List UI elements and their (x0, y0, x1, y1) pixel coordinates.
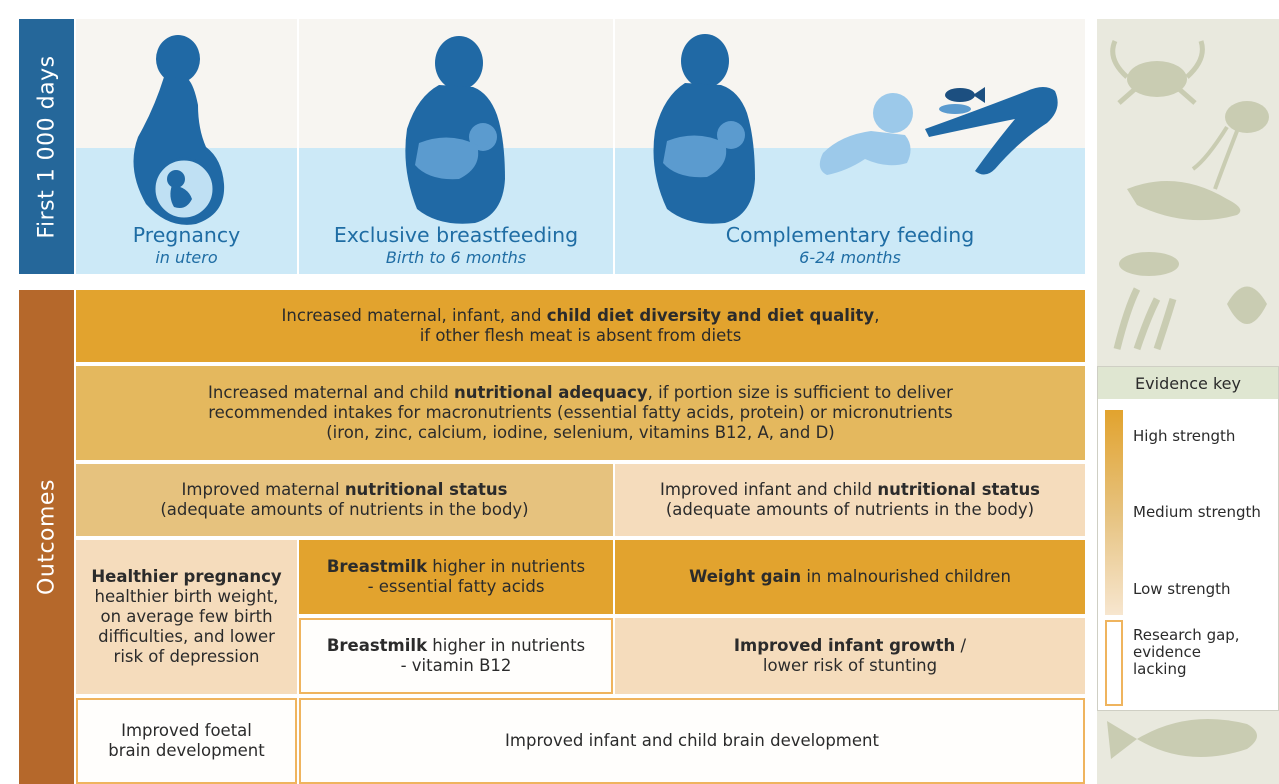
outcomes-label: Outcomes (19, 290, 74, 784)
outcome-breastmilk-fatty-acids: Breastmilk higher in nutrients - essenti… (299, 540, 613, 614)
fish-icon (945, 87, 985, 103)
breastfeeding-mother-icon (405, 36, 505, 224)
outcome-foetal-brain: Improved foetal brain development (76, 698, 297, 784)
stage-subtitle: 6-24 months (799, 248, 901, 267)
bream-icon (1137, 719, 1257, 757)
evidence-key: Evidence key High strength Medium streng… (1097, 366, 1279, 711)
outcome-diet-diversity: Increased maternal, infant, and child di… (76, 290, 1085, 362)
stage-pregnancy: Pregnancy in utero (76, 19, 297, 274)
outcome-child-nutritional-status: Improved infant and child nutritional st… (615, 464, 1085, 536)
crab-icon (1127, 61, 1187, 97)
evidence-key-title: Evidence key (1098, 367, 1278, 399)
stage-subtitle: Birth to 6 months (385, 248, 527, 267)
outcome-weight-gain: Weight gain in malnourished children (615, 540, 1085, 614)
key-medium-label: Medium strength (1133, 503, 1261, 521)
outcome-infant-growth: Improved infant growth / lower risk of s… (615, 618, 1085, 694)
outcomes-text: Outcomes (34, 479, 59, 595)
spoon-hand-icon (925, 87, 1058, 175)
outcome-healthier-pregnancy: Healthier pregnancy healthier birth weig… (76, 540, 297, 694)
stage-exclusive-breastfeeding: Exclusive breastfeeding Birth to 6 month… (299, 19, 613, 274)
first-1000-days-label: First 1 000 days (19, 19, 74, 274)
outcome-child-brain: Improved infant and child brain developm… (299, 698, 1085, 784)
sardine-icon (1127, 181, 1241, 221)
seafood-illustration (1107, 39, 1269, 759)
evidence-strength-gradient (1105, 410, 1123, 615)
stage-title: Exclusive breastfeeding (333, 223, 579, 247)
scallop-icon (1227, 286, 1267, 324)
key-low-label: Low strength (1133, 580, 1231, 598)
outcome-maternal-nutritional-status: Improved maternal nutritional status (ad… (76, 464, 613, 536)
mussel-icon (1119, 252, 1179, 276)
pregnant-mother-icon (133, 35, 225, 225)
squid-icon (1225, 101, 1269, 133)
stage-complementary-feeding: Complementary feeding 6-24 months (615, 19, 1085, 274)
stage-title: Complementary feeding (725, 223, 975, 247)
crawling-baby-icon (819, 93, 913, 175)
stage-subtitle: in utero (155, 248, 218, 267)
first-1000-days-text: First 1 000 days (34, 54, 59, 239)
key-high-label: High strength (1133, 427, 1236, 445)
seaweed-icon (1113, 287, 1177, 351)
complementary-feeding-icon (653, 34, 1058, 224)
research-gap-swatch (1105, 620, 1123, 706)
stage-title: Pregnancy (132, 223, 241, 247)
outcome-nutritional-adequacy: Increased maternal and child nutritional… (76, 366, 1085, 460)
outcome-breastmilk-b12: Breastmilk higher in nutrients - vitamin… (299, 618, 613, 694)
key-gap-label: Research gap, evidence lacking (1133, 626, 1240, 678)
